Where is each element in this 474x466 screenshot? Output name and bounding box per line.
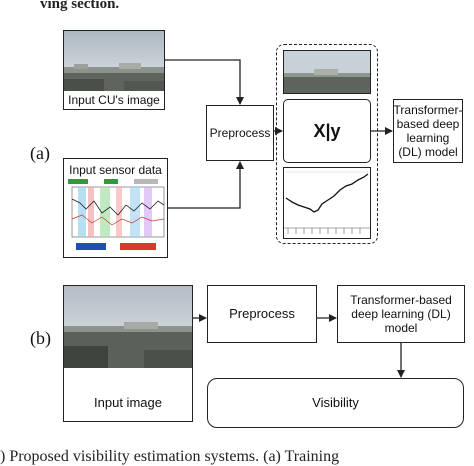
- footer-fragment: ) Proposed visibility estimation systems…: [0, 448, 340, 465]
- visibility-plot-thumbnail: [283, 167, 371, 239]
- input-sensor-data-box: Input sensor data: [63, 158, 168, 258]
- sensor-spectrum-plot: [68, 179, 165, 250]
- xy-dataset-container: [276, 44, 378, 244]
- input-image-label-b: Input image: [94, 395, 162, 410]
- cu-camera-photo: [64, 31, 164, 91]
- arrow-sensor-to-preprocess-a: [168, 161, 244, 209]
- input-cu-image-box: Input CU's image: [63, 30, 165, 110]
- dataset-image-thumbnail: [283, 50, 371, 94]
- preprocess-box-a: Preprocess: [206, 105, 274, 161]
- panel-b-label: (b): [30, 328, 51, 348]
- transformer-model-box-b: Transformer-based deep learning (DL) mod…: [337, 285, 465, 343]
- arrow-image-to-preprocess-a: [165, 59, 244, 105]
- input-cu-image-label: Input CU's image: [68, 93, 160, 107]
- input-image-box-b: Input image: [63, 285, 193, 422]
- input-sensor-data-label: Input sensor data: [69, 163, 162, 177]
- transformer-model-box-a: Transformer-based deep learning (DL) mod…: [393, 99, 463, 163]
- visibility-output-box: Visibility: [207, 378, 464, 428]
- panel-a-label: (a): [30, 143, 50, 163]
- header-fragment: ving section.: [40, 0, 120, 12]
- xy-box: X|y: [283, 99, 371, 163]
- xy-label: X|y: [313, 120, 341, 141]
- preprocess-box-b: Preprocess: [207, 285, 317, 343]
- camera-photo-b: [64, 286, 192, 368]
